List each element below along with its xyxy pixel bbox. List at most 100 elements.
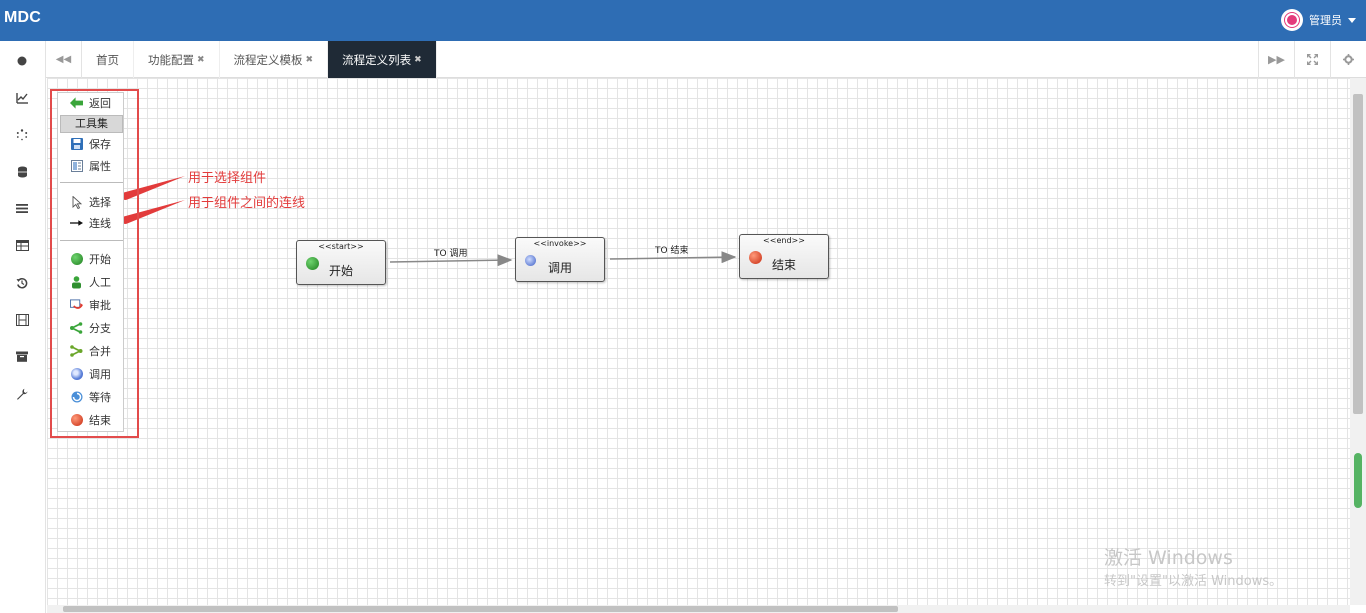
annotation-connect-note: 用于组件之间的连线 xyxy=(188,196,306,211)
tool-label: 保存 xyxy=(89,138,111,151)
double-chevron-left-icon[interactable]: ◀◀ xyxy=(46,41,82,78)
tool-select[interactable]: 选择 xyxy=(58,193,125,211)
tab-flow-list[interactable]: 流程定义列表✖ xyxy=(328,41,437,78)
gear-icon[interactable] xyxy=(1330,41,1366,78)
user-menu[interactable]: 管理员 xyxy=(1281,8,1356,32)
tab-function-config[interactable]: 功能配置✖ xyxy=(134,41,220,78)
close-icon[interactable]: ✖ xyxy=(414,54,422,65)
horizontal-scrollbar[interactable] xyxy=(47,605,1350,613)
edge-label-to-end[interactable]: TO 结束 xyxy=(655,246,689,256)
windows-activation-title: 激活 Windows xyxy=(1104,547,1233,569)
wrench-icon[interactable] xyxy=(15,388,29,402)
toolbox-highlight xyxy=(50,89,139,438)
tool-start[interactable]: 开始 xyxy=(58,250,125,268)
tab-label: 流程定义列表 xyxy=(342,52,412,67)
edge-label-to-invoke[interactable]: TO 调用 xyxy=(434,249,468,259)
tab-list: 首页 功能配置✖ 流程定义模板✖ 流程定义列表✖ xyxy=(82,41,437,78)
close-icon[interactable]: ✖ xyxy=(305,54,314,65)
tool-connect[interactable]: 连线 xyxy=(58,214,125,232)
tool-branch[interactable]: 分支 xyxy=(58,319,125,337)
annotation-arrow-select xyxy=(116,176,185,200)
flow-node-invoke[interactable]: <<invoke>> 调用 xyxy=(515,237,605,282)
flow-node-start[interactable]: <<start>> 开始 xyxy=(296,240,386,285)
chevron-down-icon[interactable] xyxy=(1348,17,1356,23)
tool-label: 调用 xyxy=(89,368,111,381)
vertical-scrollbar[interactable] xyxy=(1350,78,1366,605)
tool-label: 连线 xyxy=(89,217,111,230)
tab-label: 功能配置 xyxy=(148,52,194,67)
dashboard-icon[interactable] xyxy=(15,55,29,69)
properties-icon xyxy=(70,160,83,173)
sidebar xyxy=(0,41,46,613)
node-label: 结束 xyxy=(771,258,796,272)
node-label: 调用 xyxy=(547,261,572,275)
tool-label: 属性 xyxy=(89,160,111,173)
avatar-pin-icon xyxy=(1285,13,1299,27)
tool-label: 等待 xyxy=(89,391,111,404)
spinner-icon[interactable] xyxy=(15,129,29,143)
branch-icon xyxy=(70,322,83,335)
node-stereotype: <<end>> xyxy=(763,236,805,245)
node-stereotype: <<start>> xyxy=(318,242,364,251)
connect-arrow-icon xyxy=(70,217,83,230)
merge-icon xyxy=(70,345,83,358)
toolbox-divider xyxy=(60,182,123,183)
tool-save[interactable]: 保存 xyxy=(58,135,125,153)
tool-label: 返回 xyxy=(89,97,111,110)
tool-end[interactable]: 结束 xyxy=(58,411,125,429)
start-node-icon xyxy=(70,253,83,266)
end-icon xyxy=(749,251,762,264)
edge-invoke-end xyxy=(609,251,737,264)
database-icon[interactable] xyxy=(15,166,29,180)
tool-invoke[interactable]: 调用 xyxy=(58,365,125,383)
top-bar: MDC 管理员 xyxy=(0,0,1366,41)
pointer-icon xyxy=(70,195,83,209)
invoke-icon xyxy=(525,255,536,266)
tool-label: 结束 xyxy=(89,414,111,427)
user-name[interactable]: 管理员 xyxy=(1309,14,1342,27)
film-icon[interactable] xyxy=(15,314,29,328)
tool-merge[interactable]: 合并 xyxy=(58,342,125,360)
scroll-thumb[interactable] xyxy=(1353,94,1363,414)
scroll-thumb[interactable] xyxy=(63,606,898,612)
edge-start-invoke xyxy=(389,254,513,267)
toolbox-header: 工具集 xyxy=(60,115,123,133)
wait-icon xyxy=(70,391,83,404)
tab-flow-template[interactable]: 流程定义模板✖ xyxy=(220,41,329,78)
scroll-indicator[interactable] xyxy=(1354,453,1362,508)
history-icon[interactable] xyxy=(15,277,29,291)
tool-properties[interactable]: 属性 xyxy=(58,157,125,175)
flow-canvas[interactable] xyxy=(47,78,1350,605)
toolbox: 返回 工具集 保存 属性 选择 连线 开始 人工 审批 分支 合并 调用 xyxy=(57,92,124,432)
invoke-gear-icon xyxy=(70,368,83,381)
tool-approve[interactable]: 审批 xyxy=(58,296,125,314)
close-icon[interactable]: ✖ xyxy=(197,54,205,65)
brand-logo[interactable]: MDC xyxy=(4,9,42,26)
flow-node-end[interactable]: <<end>> 结束 xyxy=(739,234,829,279)
toolbox-divider xyxy=(60,240,123,241)
tab-label: 流程定义模板 xyxy=(233,52,303,67)
annotation-arrow-connect xyxy=(116,200,185,224)
tool-back[interactable]: 返回 xyxy=(58,94,125,112)
fullscreen-icon[interactable] xyxy=(1294,41,1330,78)
double-chevron-right-icon[interactable]: ▶▶ xyxy=(1258,41,1294,78)
approve-icon xyxy=(70,299,83,312)
table-icon[interactable] xyxy=(15,240,29,254)
tool-label: 分支 xyxy=(89,322,111,335)
windows-activation-hint: 转到"设置"以激活 Windows。 xyxy=(1104,574,1283,589)
save-icon xyxy=(70,138,83,151)
node-label: 开始 xyxy=(328,264,353,278)
tool-label: 审批 xyxy=(89,299,111,312)
start-icon xyxy=(306,257,319,270)
tab-home[interactable]: 首页 xyxy=(82,41,134,78)
tool-wait[interactable]: 等待 xyxy=(58,388,125,406)
tool-label: 开始 xyxy=(89,253,111,266)
chart-icon[interactable] xyxy=(15,92,29,106)
avatar[interactable] xyxy=(1281,9,1303,31)
list-icon[interactable] xyxy=(15,203,29,217)
archive-icon[interactable] xyxy=(15,351,29,365)
user-icon xyxy=(70,275,83,289)
tab-bar: ◀◀ 首页 功能配置✖ 流程定义模板✖ 流程定义列表✖ ▶▶ xyxy=(46,41,1366,78)
tool-manual[interactable]: 人工 xyxy=(58,273,125,291)
